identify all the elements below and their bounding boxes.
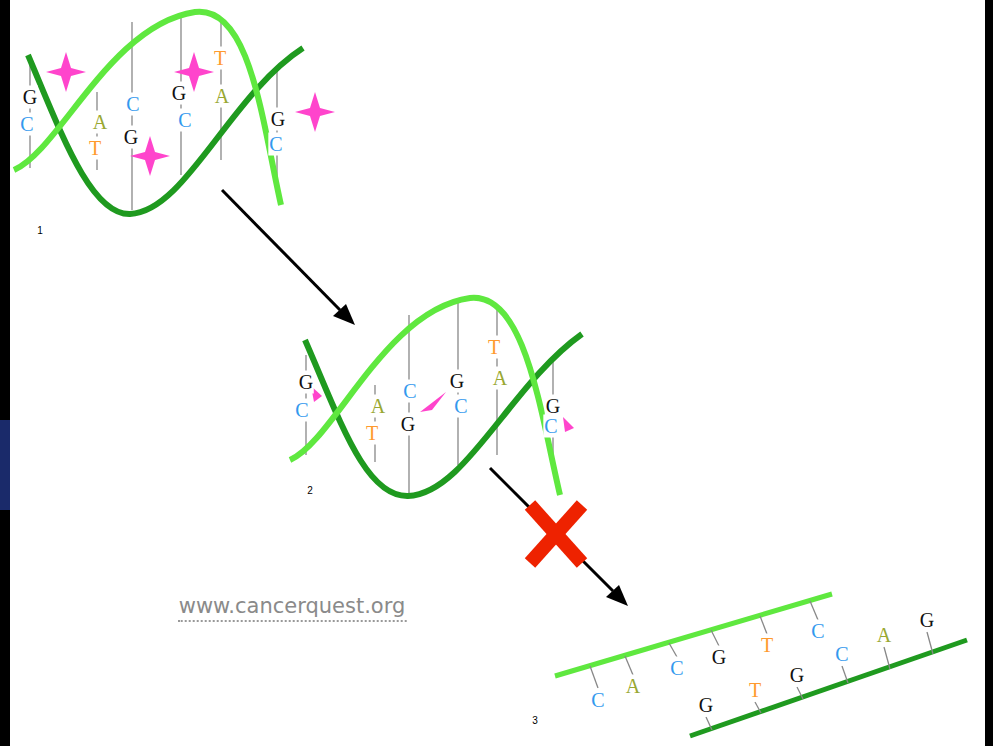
- base-letter: C: [402, 380, 417, 403]
- adduct-marks: [311, 386, 574, 432]
- base-letter: A: [92, 111, 108, 134]
- base-letter: G: [449, 370, 465, 393]
- base-letter: C: [543, 415, 558, 438]
- dna-strand-light: [290, 298, 560, 495]
- edge-blue: [0, 420, 10, 510]
- base-letter: A: [214, 85, 230, 108]
- dna-strand-light: [14, 12, 281, 205]
- base-letter: A: [625, 675, 641, 698]
- panel-number: 3: [531, 715, 539, 726]
- arrow-head: [606, 585, 628, 606]
- panel-number: 2: [306, 485, 314, 496]
- base-letter: C: [294, 399, 309, 422]
- base-letter: T: [487, 336, 501, 359]
- base-letter: A: [492, 367, 508, 390]
- base-letter: G: [400, 413, 416, 436]
- blocked-x: [530, 505, 582, 563]
- base-letter: C: [590, 689, 605, 712]
- base-letter: T: [760, 634, 774, 657]
- process-arrow: [222, 190, 340, 310]
- watermark: www.cancerquest.org: [178, 594, 407, 622]
- damage-stars: [46, 52, 335, 176]
- base-letter: T: [88, 137, 102, 160]
- base-letter: G: [698, 694, 714, 717]
- dna-strand-dark: [28, 48, 303, 214]
- base-letter: A: [876, 624, 892, 647]
- base-letter: T: [213, 47, 227, 70]
- process-arrow: [490, 468, 613, 591]
- base-letter: A: [370, 395, 386, 418]
- base-letter: G: [270, 108, 286, 131]
- arrow-head: [333, 304, 355, 325]
- base-letter: C: [834, 643, 849, 666]
- base-letter: G: [22, 86, 38, 109]
- base-letter: T: [748, 679, 762, 702]
- base-letter: G: [171, 82, 187, 105]
- dna-strand-dark: [690, 640, 967, 736]
- base-letter: C: [669, 657, 684, 680]
- base-letter: C: [453, 395, 468, 418]
- base-letter: T: [365, 422, 379, 445]
- base-letter: C: [19, 113, 34, 136]
- base-letter: C: [125, 93, 140, 116]
- base-letter: C: [177, 109, 192, 132]
- base-letter: G: [789, 664, 805, 687]
- panel-number: 1: [36, 225, 44, 236]
- base-letter: C: [268, 133, 283, 156]
- base-letter: G: [919, 609, 935, 632]
- base-letter: G: [298, 371, 314, 394]
- base-letter: C: [810, 620, 825, 643]
- base-ticks: [590, 601, 933, 730]
- base-letter: G: [123, 126, 139, 149]
- base-letter: G: [711, 646, 727, 669]
